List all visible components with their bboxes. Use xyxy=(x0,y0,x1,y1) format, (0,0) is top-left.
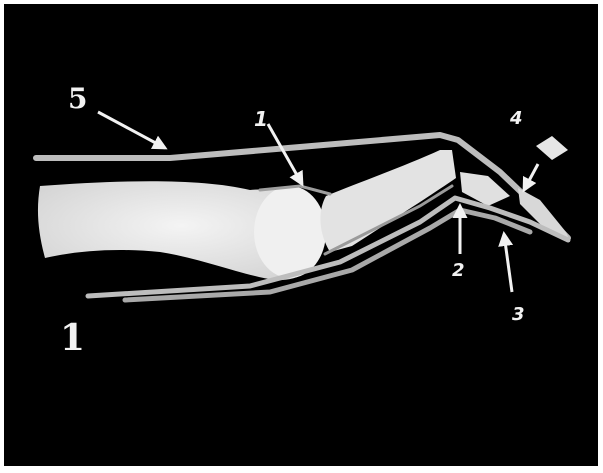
label-1-corner: 1 xyxy=(60,317,85,359)
arrow-1-joint xyxy=(268,124,302,184)
label-1-joint: 1 xyxy=(254,107,268,131)
label-4: 4 xyxy=(509,108,523,129)
arrow-5 xyxy=(98,112,165,148)
distal-fragment xyxy=(536,136,568,160)
distal-phalanx xyxy=(518,188,570,242)
label-2: 2 xyxy=(452,260,465,281)
arrow-3 xyxy=(504,234,512,292)
label-3: 3 xyxy=(512,304,525,325)
label-5: 5 xyxy=(68,82,87,115)
arrow-4 xyxy=(524,164,538,190)
metacarpal-head xyxy=(254,186,326,278)
